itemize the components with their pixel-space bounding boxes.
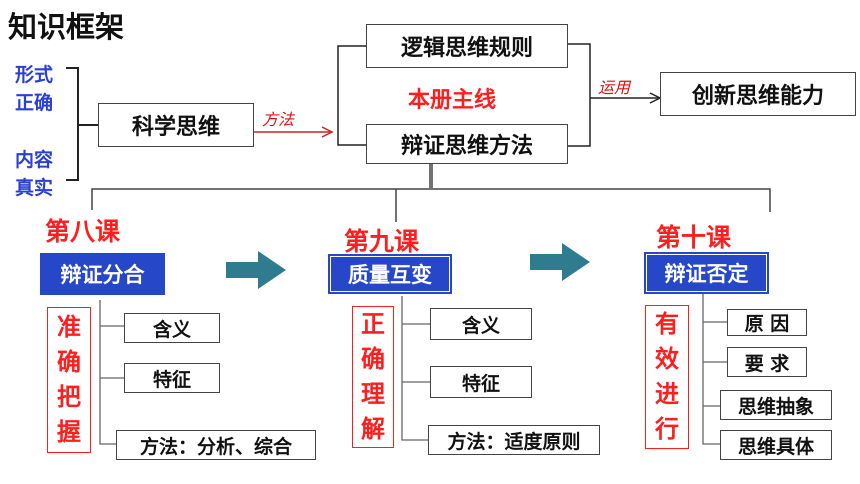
lesson-8-item-features: 特征: [124, 363, 220, 393]
lesson-9-char-2: 确: [361, 345, 385, 374]
label-content: 内容: [15, 149, 54, 171]
lesson-10-title: 第十课: [656, 223, 732, 252]
lesson-9-vertical: 正 确 理 解: [352, 306, 394, 448]
lesson-9-name: 质量互变: [328, 254, 452, 294]
use-label: 运用: [598, 78, 631, 97]
lesson-8-char-1: 准: [57, 313, 81, 342]
lesson-10-name: 辩证否定: [644, 252, 769, 294]
lesson-10-vertical: 有 效 进 行: [645, 305, 689, 449]
lesson-9-char-1: 正: [361, 310, 385, 339]
lesson-10-item-abstraction: 思维抽象: [720, 390, 832, 420]
mainline-label: 本册主线: [408, 88, 497, 113]
lesson-10-char-4: 行: [655, 414, 679, 443]
dialectic-method-box: 辩证思维方法: [366, 124, 568, 164]
lesson-9-item-features: 特征: [430, 366, 532, 398]
method-label: 方法: [262, 110, 295, 129]
label-correct: 正确: [15, 92, 54, 114]
science-thinking-box: 科学思维: [98, 103, 254, 147]
lesson-8-title: 第八课: [45, 217, 121, 246]
page-title: 知识框架: [8, 10, 125, 44]
logic-rules-box: 逻辑思维规则: [366, 24, 568, 68]
lesson-9-title: 第九课: [344, 227, 420, 256]
lesson-9-char-3: 理: [361, 380, 385, 408]
label-true: 真实: [15, 177, 54, 199]
lesson-9-item-meaning: 含义: [430, 308, 532, 340]
lesson-8-vertical: 准 确 把 握: [47, 307, 91, 453]
lesson-10-char-3: 进: [655, 380, 679, 408]
lesson-9-item-method: 方法：适度原则: [428, 425, 600, 455]
lesson-8-char-3: 把: [57, 383, 81, 411]
lesson-8-char-4: 握: [57, 417, 81, 446]
lesson-8-item-meaning: 含义: [124, 313, 220, 343]
innovation-box: 创新思维能力: [660, 72, 856, 116]
lesson-10-item-requirement: 要 求: [727, 347, 807, 377]
lesson-10-item-concrete: 思维具体: [720, 430, 832, 460]
lesson-10-char-1: 有: [655, 310, 679, 339]
lesson-8-item-method: 方法：分析、综合: [116, 430, 316, 460]
lesson-10-char-2: 效: [655, 345, 679, 374]
lesson-10-item-reason: 原 因: [727, 309, 807, 336]
lesson-9-char-4: 解: [361, 414, 385, 443]
lesson-8-name: 辩证分合: [40, 253, 165, 295]
lesson-8-char-2: 确: [57, 348, 81, 377]
label-form: 形式: [15, 64, 54, 86]
